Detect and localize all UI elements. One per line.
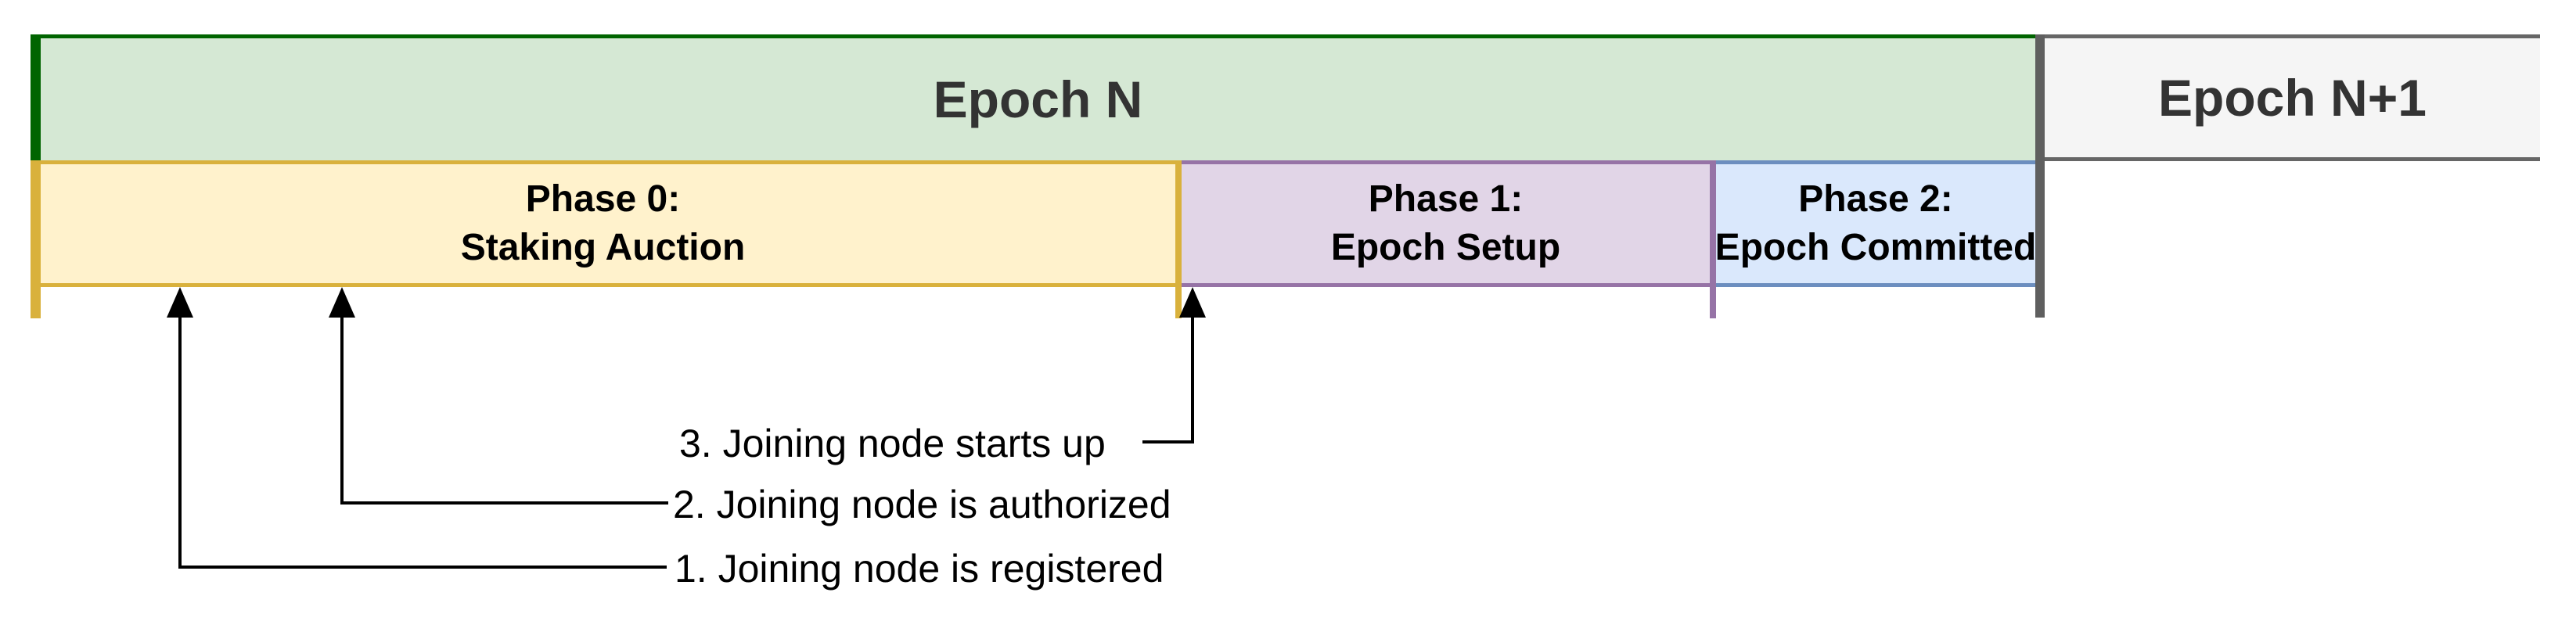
- phase-2-name: Phase 2:: [1798, 178, 1953, 220]
- phase-1-bar: Phase 1: Epoch Setup: [1182, 160, 1710, 287]
- arrow-3-up-arrowhead-icon: [1179, 287, 1206, 318]
- epoch-boundary-divider: [2035, 34, 2045, 318]
- phase-2-bar: Phase 2: Epoch Committed: [1715, 160, 2037, 287]
- arrow-2-horizontal-line: [340, 501, 668, 505]
- phase-0-bar: Phase 0: Staking Auction: [31, 160, 1175, 287]
- epoch-n-bar: Epoch N: [31, 34, 2035, 160]
- arrow-3-vertical-line: [1191, 311, 1194, 443]
- phase-1-subtitle: Epoch Setup: [1330, 227, 1561, 268]
- phase-0-label: Phase 0: Staking Auction: [461, 175, 746, 273]
- arrow-1-up-arrowhead-icon: [167, 287, 193, 318]
- phase-0-left-boundary-line: [31, 160, 41, 318]
- epoch-n-plus-1-bar: Epoch N+1: [2045, 34, 2540, 161]
- phase-1-label: Phase 1: Epoch Setup: [1331, 175, 1560, 273]
- phase-2-label: Phase 2: Epoch Committed: [1715, 175, 2037, 273]
- phase-2-subtitle: Epoch Committed: [1714, 227, 2037, 268]
- phase-0-subtitle: Staking Auction: [460, 227, 746, 268]
- arrow-1-vertical-line: [178, 311, 182, 569]
- arrow-1-horizontal-line: [178, 566, 667, 569]
- annotation-node-starts-up: 3. Joining node starts up: [679, 422, 1106, 465]
- epoch-n-label: Epoch N: [933, 70, 1143, 128]
- epoch-n-plus-1-label: Epoch N+1: [2158, 69, 2427, 127]
- annotation-node-registered: 1. Joining node is registered: [675, 547, 1164, 591]
- arrow-3-horizontal-line: [1142, 440, 1194, 443]
- arrow-2-up-arrowhead-icon: [329, 287, 355, 318]
- phase-0-phase-1-boundary-line: [1175, 160, 1182, 318]
- phase-0-name: Phase 0:: [525, 178, 681, 220]
- arrow-2-vertical-line: [340, 311, 344, 505]
- phase-1-phase-2-boundary-line: [1710, 160, 1716, 318]
- annotation-node-authorized: 2. Joining node is authorized: [673, 483, 1171, 526]
- phase-1-name: Phase 1:: [1368, 178, 1524, 220]
